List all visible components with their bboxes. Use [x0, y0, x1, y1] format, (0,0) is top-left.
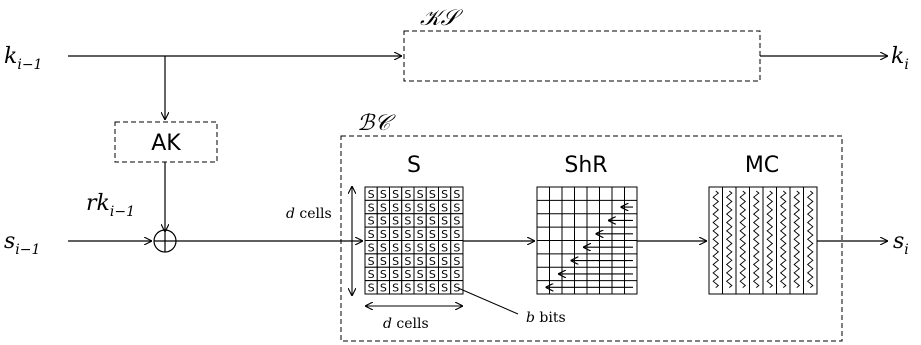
mix-wave: [793, 190, 801, 288]
sbox-cell-label: S: [404, 201, 411, 214]
sbox-stage-label: S: [407, 153, 421, 178]
sbox-cell-label: S: [380, 255, 387, 268]
sbox-cell-label: S: [417, 268, 424, 281]
sbox-cell-label: S: [368, 215, 375, 228]
sbox-cell-label: S: [429, 201, 436, 214]
sbox-cell-label: S: [429, 215, 436, 228]
sbox-cell-label: S: [392, 201, 399, 214]
sbox-cell-label: S: [380, 241, 387, 254]
sbox-cell-label: S: [380, 215, 387, 228]
k-prev-label: ki−1: [4, 44, 42, 73]
sbox-cell-label: S: [441, 268, 448, 281]
mix-wave: [712, 190, 720, 288]
sbox-cell-label: S: [441, 201, 448, 214]
sbox-cell-label: S: [368, 282, 375, 295]
sbox-cell: [450, 280, 464, 295]
sbox-cell-label: S: [441, 282, 448, 295]
mix-wave: [725, 190, 733, 288]
block-cipher-label: ℬ𝒞: [357, 111, 396, 136]
sbox-cell-label: S: [392, 215, 399, 228]
mix-wave: [779, 190, 787, 288]
sbox-cell-label: S: [453, 255, 460, 268]
sbox-cell-label: S: [417, 228, 424, 241]
sbox-cell-label: S: [392, 282, 399, 295]
sbox-cell-label: S: [441, 228, 448, 241]
round-key-label: rki−1: [86, 191, 135, 220]
sbox-cell-label: S: [368, 201, 375, 214]
sbox-cell-label: S: [441, 255, 448, 268]
sbox-cell-label: S: [453, 268, 460, 281]
sbox-cell-label: S: [453, 188, 460, 201]
sbox-cell-label: S: [380, 201, 387, 214]
mix-wave: [806, 190, 814, 288]
sbox-cell-label: S: [429, 255, 436, 268]
sbox-cell-label: S: [404, 215, 411, 228]
sbox-cell-label: S: [429, 188, 436, 201]
sbox-cell-label: S: [380, 282, 387, 295]
sbox-cell-label: S: [392, 255, 399, 268]
mixcolumns-stage-label: MC: [745, 153, 779, 178]
sbox-cell-label: S: [404, 188, 411, 201]
sbox-cell-label: S: [441, 241, 448, 254]
sbox-cell-label: S: [417, 241, 424, 254]
sbox-cell-label: S: [392, 268, 399, 281]
shiftrows-grid: [536, 186, 638, 295]
sbox-cell-label: S: [368, 268, 375, 281]
sbox-cell-label: S: [404, 228, 411, 241]
b-bits-pointer: [457, 287, 519, 315]
sbox-cell-label: S: [392, 228, 399, 241]
mixcolumns-grid: [708, 186, 818, 295]
sbox-cell-label: S: [404, 268, 411, 281]
mix-wave: [766, 190, 774, 288]
shiftrows-stage-label: ShR: [564, 153, 607, 178]
sbox-cell-label: S: [368, 228, 375, 241]
xor-symbol: [153, 229, 177, 253]
sbox-cell-label: S: [441, 215, 448, 228]
sbox-cell-label: S: [380, 268, 387, 281]
key-schedule-label: 𝒦𝒮: [420, 6, 463, 31]
sbox-cell-label: S: [392, 188, 399, 201]
sbox-cell-label: S: [417, 188, 424, 201]
sbox-cell-label: S: [368, 241, 375, 254]
sbox-cell-label: S: [368, 188, 375, 201]
s-next-label: si: [893, 229, 909, 258]
sbox-cell-label: S: [429, 268, 436, 281]
d-cells-vertical-label: d cells: [286, 206, 332, 222]
sbox-cell-label: S: [441, 188, 448, 201]
sbox-cell-label: S: [429, 282, 436, 295]
sbox-cell-label: S: [417, 255, 424, 268]
sbox-cell-label: S: [404, 241, 411, 254]
sbox-cell-label: S: [404, 282, 411, 295]
sbox-cell-label: S: [429, 228, 436, 241]
sbox-cell-label: S: [404, 255, 411, 268]
sbox-cell-label: S: [429, 241, 436, 254]
mix-wave: [752, 190, 760, 288]
key-schedule-box: [403, 30, 761, 82]
sbox-cell-label: S: [417, 282, 424, 295]
d-cells-horizontal-label: d cells: [383, 316, 429, 332]
mix-wave: [739, 190, 747, 288]
s-prev-label: si−1: [4, 229, 40, 258]
sbox-cell-label: S: [392, 241, 399, 254]
sbox-cell-label: S: [380, 228, 387, 241]
block-cipher-box: [340, 135, 843, 342]
sbox-cell-label: S: [417, 201, 424, 214]
k-next-label: ki: [891, 44, 909, 73]
add-key-label: AK: [151, 131, 181, 156]
b-bits-label: b bits: [526, 310, 566, 326]
sbox-cell-label: S: [453, 228, 460, 241]
sbox-cell-label: S: [453, 241, 460, 254]
sbox-cell-label: S: [417, 215, 424, 228]
add-key-box: [114, 121, 218, 163]
sbox-cell-label: S: [453, 201, 460, 214]
sbox-cell-label: S: [453, 282, 460, 295]
sbox-cell-label: S: [368, 255, 375, 268]
sbox-cell-label: S: [453, 215, 460, 228]
sbox-cell-label: S: [380, 188, 387, 201]
